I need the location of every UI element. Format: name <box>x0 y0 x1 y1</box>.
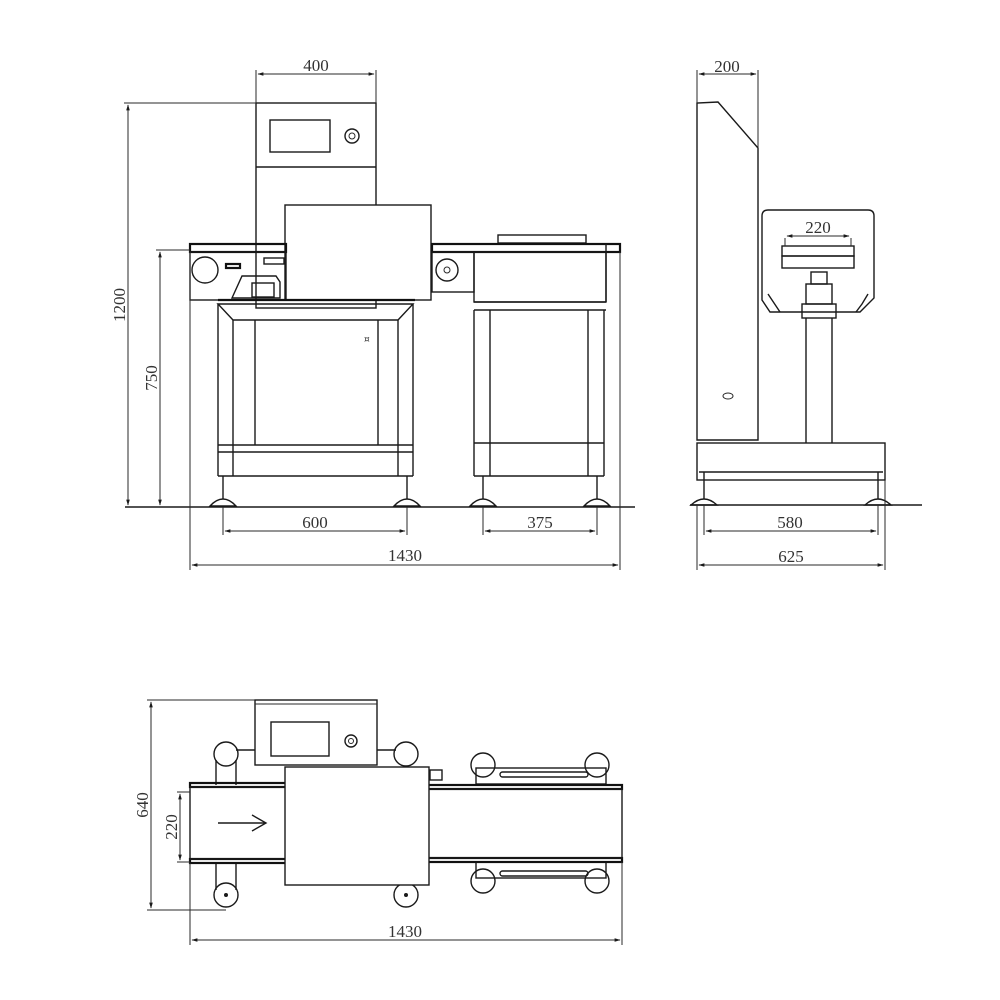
side-dimensions: 200 220 580 625 <box>696 57 886 570</box>
weigh-belt <box>781 245 855 257</box>
dim-1430-front: 1430 <box>388 546 422 565</box>
top-control-box <box>254 699 378 766</box>
top-weighing-cover <box>284 766 430 886</box>
front-view: ¤ <box>110 56 635 570</box>
weighing-frame: ¤ <box>208 298 422 507</box>
side-view: 200 220 580 625 <box>689 57 922 570</box>
top-view: 640 220 1430 <box>133 699 624 945</box>
dim-750: 750 <box>142 365 161 391</box>
leveling-foot-icon <box>392 498 422 507</box>
flow-direction-arrow-icon <box>218 814 268 832</box>
dim-200: 200 <box>714 57 740 76</box>
leveling-foot-icon <box>689 498 719 506</box>
dim-400: 400 <box>303 56 329 75</box>
dim-1430-top: 1430 <box>388 922 422 941</box>
dim-600: 600 <box>302 513 328 532</box>
leveling-foot-icon <box>582 498 612 507</box>
front-dimensions: 400 1200 750 600 375 1430 <box>110 56 621 570</box>
side-column <box>696 101 759 441</box>
side-base <box>696 442 886 481</box>
dim-220-side: 220 <box>805 218 831 237</box>
top-outfeed-belt <box>427 788 623 859</box>
svg-text:¤: ¤ <box>364 335 370 345</box>
outfeed-conveyor <box>430 234 622 507</box>
scale-housing <box>761 209 875 313</box>
infeed-conveyor <box>188 242 288 301</box>
dim-640: 640 <box>133 792 152 818</box>
weighing-cover <box>284 204 432 301</box>
emergency-button-icon <box>344 128 360 144</box>
dim-1200: 1200 <box>110 288 129 322</box>
dim-375: 375 <box>527 513 553 532</box>
display-screen <box>269 119 331 153</box>
leveling-foot-icon <box>863 498 893 506</box>
leveling-foot-icon <box>208 498 238 507</box>
top-display-screen <box>270 721 330 757</box>
dim-220-top: 220 <box>162 814 181 840</box>
dim-625: 625 <box>778 547 804 566</box>
dim-580: 580 <box>777 513 803 532</box>
leveling-foot-icon <box>468 498 498 507</box>
top-emergency-button-icon <box>344 734 358 748</box>
top-dimensions: 640 220 1430 <box>133 699 623 945</box>
caster-wheels <box>213 741 610 908</box>
